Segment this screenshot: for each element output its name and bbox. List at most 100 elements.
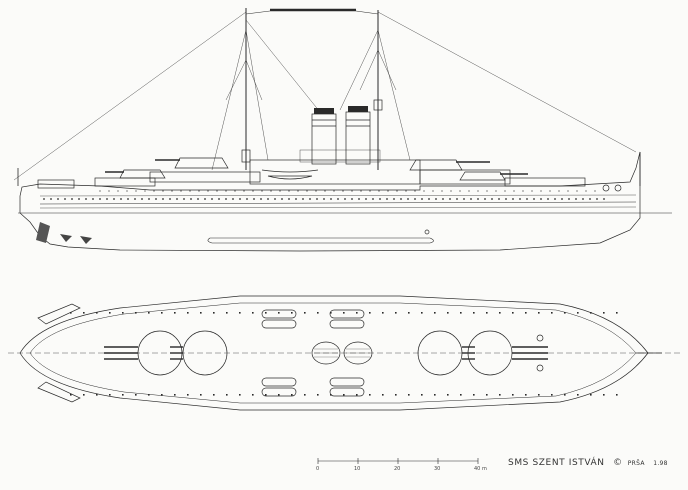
deck-fitting xyxy=(382,394,384,396)
porthole xyxy=(207,190,209,192)
deck-fitting xyxy=(421,312,423,314)
porthole xyxy=(120,198,122,200)
central-superstructure xyxy=(249,159,421,185)
deck-fitting xyxy=(239,312,241,314)
deck-fitting xyxy=(460,394,462,396)
porthole xyxy=(344,198,346,200)
porthole xyxy=(519,198,521,200)
porthole xyxy=(302,198,304,200)
belt-upper xyxy=(39,201,637,205)
porthole xyxy=(323,198,325,200)
porthole xyxy=(441,190,443,192)
scale-tick-label: 10 xyxy=(354,466,361,472)
deck-fitting xyxy=(96,394,98,396)
deck-fitting xyxy=(408,394,410,396)
porthole xyxy=(337,198,339,200)
deck-fitting xyxy=(148,312,150,314)
deck-fitting xyxy=(473,394,475,396)
porthole xyxy=(127,198,129,200)
porthole xyxy=(407,198,409,200)
porthole xyxy=(99,198,101,200)
deck-fitting xyxy=(174,312,176,314)
aft-casemate-deck xyxy=(94,177,156,187)
deck-fitting xyxy=(590,312,592,314)
deck-fittings xyxy=(70,312,618,396)
porthole xyxy=(324,190,326,192)
porthole xyxy=(358,198,360,200)
ship-title: SMS SZENT ISTVÁN xyxy=(508,458,605,468)
deck-fitting xyxy=(538,394,540,396)
porthole xyxy=(190,198,192,200)
deck-fitting xyxy=(525,394,527,396)
rudder-icon xyxy=(36,222,50,243)
porthole xyxy=(281,198,283,200)
porthole xyxy=(71,198,73,200)
drawing-caption: SMS SZENT ISTVÁN ©PRŠA 1.98 xyxy=(508,458,673,468)
copyright-symbol: © xyxy=(613,458,623,468)
deck-fitting xyxy=(434,394,436,396)
porthole xyxy=(252,190,254,192)
porthole xyxy=(533,198,535,200)
deck-fitting xyxy=(486,312,488,314)
deck-fitting xyxy=(317,312,319,314)
porthole xyxy=(216,190,218,192)
deck-fitting xyxy=(577,394,579,396)
funnel-plan-aft xyxy=(311,341,341,365)
porthole xyxy=(64,198,66,200)
porthole xyxy=(126,190,128,192)
deck-fitting xyxy=(317,394,319,396)
deck-fitting xyxy=(564,312,566,314)
porthole xyxy=(351,190,353,192)
porthole xyxy=(85,198,87,200)
deck-fitting xyxy=(252,394,254,396)
deck-fitting xyxy=(486,394,488,396)
porthole xyxy=(315,190,317,192)
porthole xyxy=(297,190,299,192)
deck-fitting xyxy=(356,394,358,396)
deck-fitting xyxy=(369,312,371,314)
porthole xyxy=(239,198,241,200)
porthole xyxy=(414,190,416,192)
porthole xyxy=(372,198,374,200)
porthole xyxy=(365,198,367,200)
porthole xyxy=(396,190,398,192)
stern-deckhouse xyxy=(37,179,75,189)
deck-fitting xyxy=(213,394,215,396)
deck-fitting xyxy=(83,394,85,396)
deck-fitting xyxy=(291,312,293,314)
deck-plan xyxy=(8,295,680,411)
porthole xyxy=(211,198,213,200)
porthole xyxy=(306,190,308,192)
porthole xyxy=(225,198,227,200)
porthole xyxy=(50,198,52,200)
scale-tick-label: 20 xyxy=(394,466,401,472)
deck-fitting xyxy=(291,394,293,396)
porthole xyxy=(99,190,101,192)
scale-tick-label: 0 xyxy=(316,466,320,472)
scale-tick-label: 30 xyxy=(434,466,441,472)
deck-fitting xyxy=(226,394,228,396)
deck-fitting xyxy=(265,394,267,396)
porthole xyxy=(582,198,584,200)
porthole xyxy=(288,198,290,200)
porthole xyxy=(568,198,570,200)
porthole xyxy=(405,190,407,192)
porthole xyxy=(498,198,500,200)
porthole xyxy=(351,198,353,200)
deck-fitting xyxy=(460,312,462,314)
deck-fitting xyxy=(278,394,280,396)
porthole-row xyxy=(43,190,605,200)
deck-fitting xyxy=(616,394,618,396)
porthole xyxy=(423,190,425,192)
porthole xyxy=(218,198,220,200)
deck-line xyxy=(39,194,637,197)
deck-fitting xyxy=(395,394,397,396)
deck-fitting xyxy=(551,312,553,314)
porthole xyxy=(549,190,551,192)
porthole xyxy=(526,198,528,200)
anchor-hawse xyxy=(424,229,430,235)
porthole xyxy=(183,198,185,200)
deck-fitting xyxy=(213,312,215,314)
boat-deck-frame xyxy=(299,149,381,163)
deck-fitting xyxy=(265,312,267,314)
